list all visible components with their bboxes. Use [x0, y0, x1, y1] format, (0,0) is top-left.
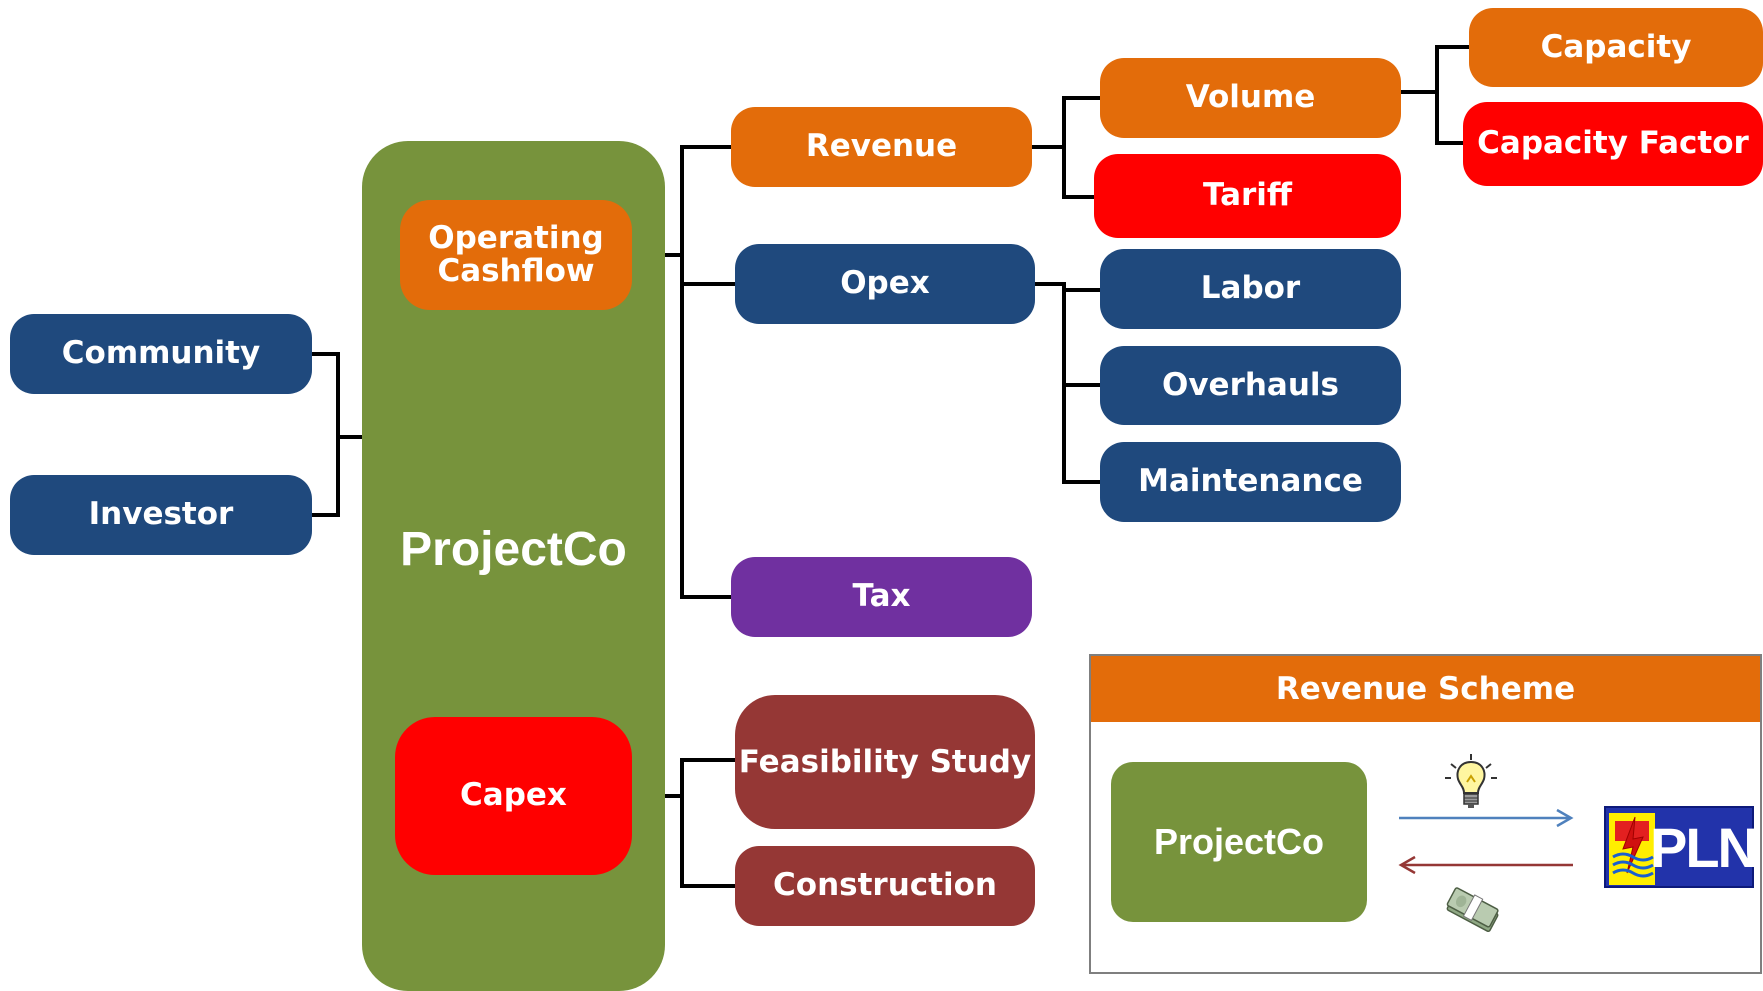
labor-node: Labor	[1100, 249, 1401, 329]
community-node: Community	[10, 314, 312, 394]
construction-node: Construction	[735, 846, 1035, 926]
maintenance-node: Maintenance	[1100, 442, 1401, 522]
connector-investor	[310, 435, 340, 517]
projectco-label: ProjectCo	[400, 523, 627, 576]
volume-node: Volume	[1100, 58, 1401, 138]
payment-flow-arrow	[1398, 855, 1573, 875]
capex-node: Capex	[395, 717, 632, 875]
overhauls-node: Overhauls	[1100, 346, 1401, 425]
investor-node: Investor	[10, 475, 312, 555]
connector-community	[310, 352, 340, 439]
pln-logo-text: PLN	[1650, 815, 1758, 879]
scheme-projectco-box: ProjectCo	[1111, 762, 1367, 922]
revenue-node: Revenue	[731, 107, 1032, 187]
revenue-scheme-panel: Revenue Scheme ProjectCo	[1089, 654, 1762, 974]
lightbulb-icon	[1445, 754, 1497, 808]
pln-logo: PLN	[1604, 806, 1758, 888]
tariff-node: Tariff	[1094, 154, 1401, 238]
capacity-node: Capacity	[1469, 8, 1763, 87]
capacity-factor-node: Capacity Factor	[1463, 102, 1763, 186]
pln-emblem-icon	[1609, 813, 1655, 885]
cash-icon	[1446, 887, 1499, 933]
connector-lines	[310, 45, 1471, 888]
operating-cashflow-node: Operating Cashflow	[400, 200, 632, 310]
power-flow-arrow	[1399, 808, 1574, 828]
opex-node: Opex	[735, 244, 1035, 324]
tax-node: Tax	[731, 557, 1032, 637]
revenue-scheme-title: Revenue Scheme	[1091, 656, 1760, 722]
feasibility-study-node: Feasibility Study	[735, 695, 1035, 829]
